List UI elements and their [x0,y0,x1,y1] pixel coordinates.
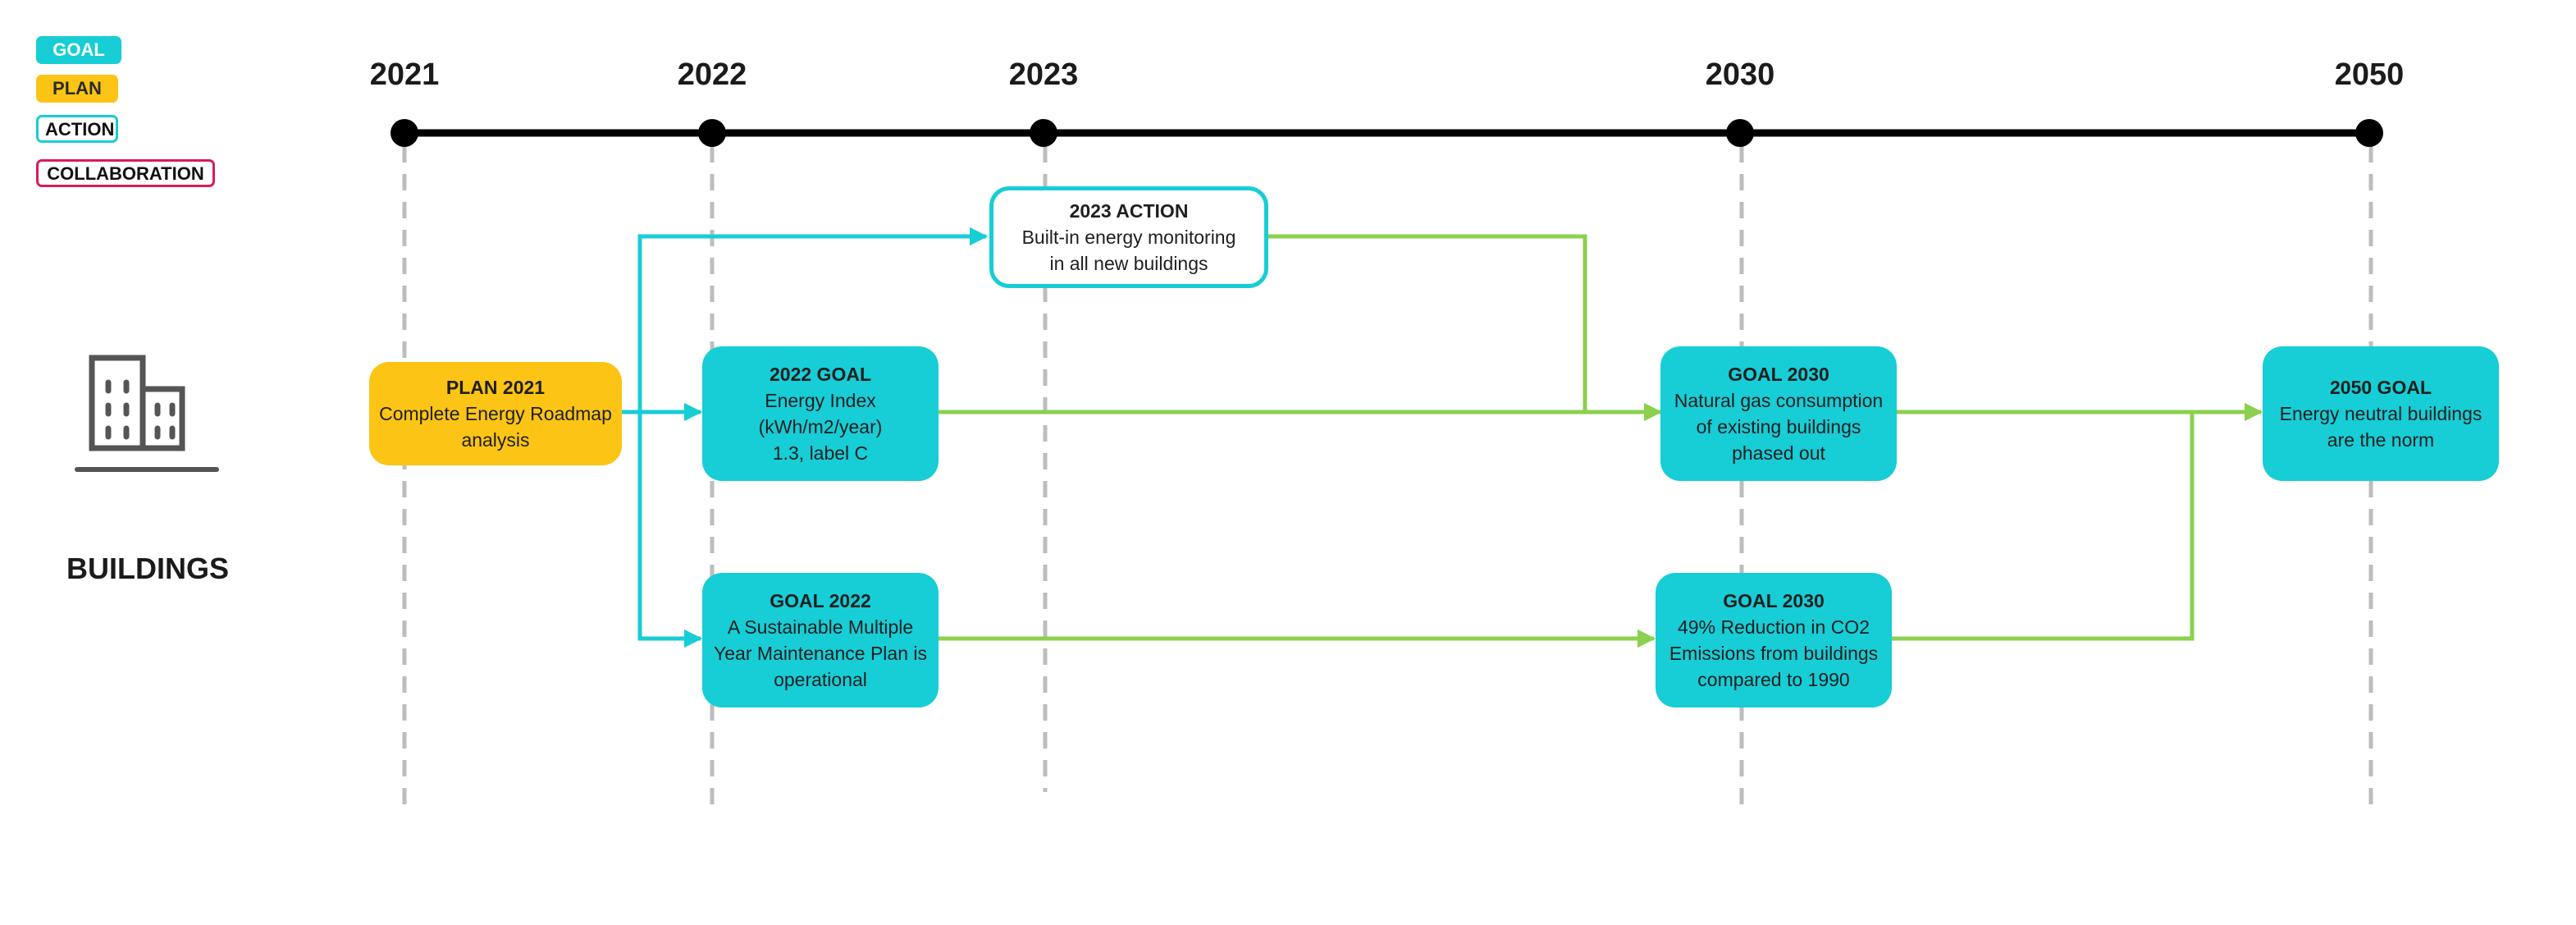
connector-plan-to-goal-2022-maintenance [637,412,703,648]
box-title: PLAN 2021 [445,377,546,398]
timeline-dot-2030 [1726,119,1754,147]
box-title: 2022 GOAL [770,364,871,385]
goal-2030-gas-box: GOAL 2030 Natural gas consumption of exi… [1660,346,1897,481]
box-body: Energy Index (kWh/m2/year) 1.3, label C [758,390,883,464]
box-body: 49% Reduction in CO2 Emissions from buil… [1669,616,1879,690]
box-body: Complete Energy Roadmap analysis [379,403,612,451]
goal-2022-maintenance-box: GOAL 2022 A Sustainable Multiple Year Ma… [702,573,939,707]
year-label-2023: 2023 [1008,57,1079,92]
box-body: Natural gas consumption of existing buil… [1674,390,1884,464]
timeline-dot-2021 [391,119,418,147]
year-label-2030: 2030 [1705,57,1775,92]
timeline-dots [391,119,2383,147]
box-title: GOAL 2030 [1723,590,1825,611]
legend-goal: GOAL [36,36,121,64]
year-label-2050: 2050 [2334,57,2405,92]
legend-action: ACTION [36,115,118,143]
action-2023-box: 2023 ACTION Built-in energy monitoring i… [989,186,1268,288]
plan-connectors [622,227,989,648]
timeline-dot-2050 [2355,119,2383,147]
legend-plan: PLAN [36,75,118,103]
year-guides [402,146,2373,808]
goal-2030-co2-box: GOAL 2030 49% Reduction in CO2 Emissions… [1656,573,1892,707]
box-body: A Sustainable Multiple Year Maintenance … [714,616,927,690]
goal-2022-energy-box: 2022 GOAL Energy Index (kWh/m2/year) 1.3… [702,346,939,481]
year-label-2021: 2021 [369,57,440,92]
box-body: Built-in energy monitoring in all new bu… [1021,227,1236,274]
plan-2021-box: PLAN 2021 Complete Energy Roadmap analys… [369,362,622,465]
box-title: 2050 GOAL [2330,377,2432,398]
box-title: 2023 ACTION [1069,200,1189,222]
timeline-dot-2023 [1030,119,1057,147]
box-title: GOAL 2022 [770,590,871,611]
box-body: Energy neutral buildings are the norm [2279,403,2482,451]
goal-connectors [939,234,2263,648]
timeline-dot-2022 [698,119,726,147]
box-title: GOAL 2030 [1728,364,1829,385]
goal-2050-box: 2050 GOAL Energy neutral buildings are t… [2263,346,2499,481]
connector-action-to-goal-2030-gas [1268,234,1587,412]
year-label-2022: 2022 [677,57,747,92]
buildings-icon [75,355,219,472]
connector-goal-2030-co2-to-goal-2050 [1889,412,2195,641]
sector-title: BUILDINGS [66,552,229,585]
legend-collaboration: COLLABORATION [36,159,215,187]
